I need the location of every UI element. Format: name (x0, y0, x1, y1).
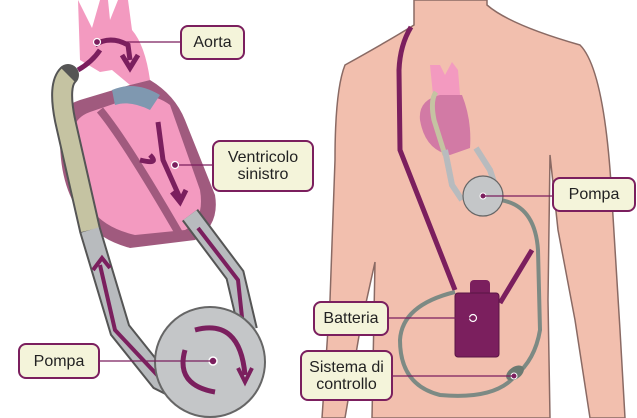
heart-closeup (57, 0, 216, 248)
label-pump-right-text: Pompa (568, 186, 620, 203)
control-cable (397, 198, 543, 398)
inflow-cannula (51, 64, 258, 411)
label-battery-text: Batteria (323, 310, 379, 327)
label-aorta: Aorta (180, 25, 245, 60)
pump-closeup (154, 306, 266, 418)
label-aorta-text: Aorta (193, 34, 232, 51)
leader-lines (97, 41, 552, 377)
label-controller-line1: Sistema di (309, 358, 384, 376)
battery-strap (396, 25, 535, 305)
label-pump-left: Pompa (18, 343, 100, 379)
label-pump-right: Pompa (552, 177, 636, 212)
label-battery: Batteria (313, 301, 389, 336)
controller (506, 365, 524, 381)
label-pump-left-text: Pompa (33, 352, 85, 370)
label-controller-line2: controllo (316, 375, 377, 393)
battery (454, 280, 500, 358)
label-ventricle-line1: Ventricolo (227, 149, 299, 166)
small-heart (419, 62, 498, 202)
label-ventricle-line2: sinistro (237, 166, 289, 183)
